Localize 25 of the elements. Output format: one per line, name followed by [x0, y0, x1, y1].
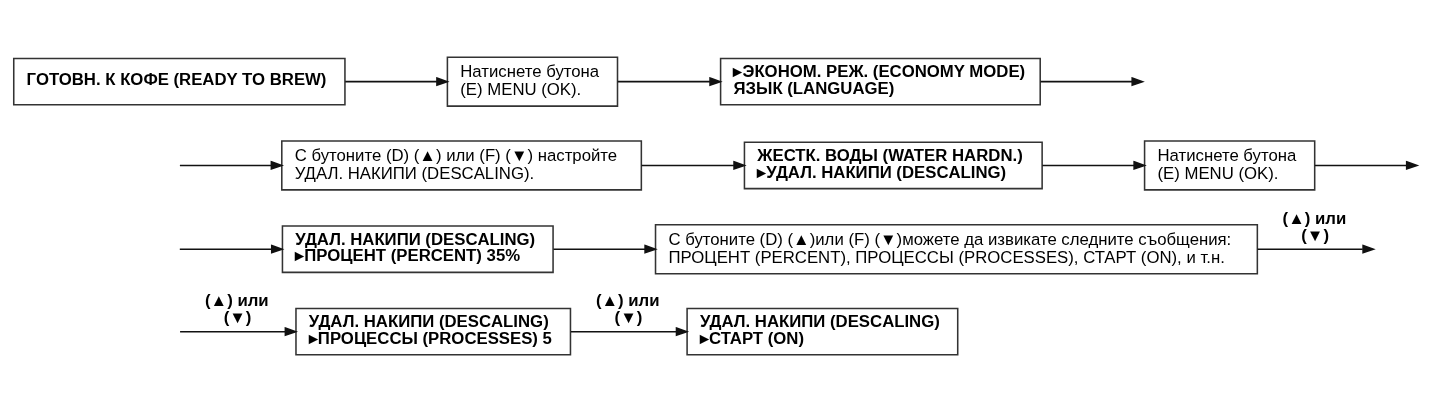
arrow	[552, 244, 658, 254]
arrow	[179, 244, 285, 254]
arrow	[344, 76, 450, 87]
edge-label: (▲) или (▼)	[595, 291, 660, 328]
arrow	[640, 160, 747, 171]
edge-label: (▲) или (▼)	[205, 291, 269, 328]
node-box: ЖЕСТК. ВОДЫ (WATER HARDN.) ▸УДАЛ. НАКИПИ (DESCALING)	[743, 141, 1043, 190]
node-box: ▸ЭКОНОМ. РЕЖ. (ECONOMY MODE) ЯЗЫК (LANGUAGE)	[719, 57, 1041, 106]
node-box: УДАЛ. НАКИПИ (DESCALING) ▸ПРОЦЕНТ (PERCENT) 35%	[281, 225, 554, 274]
arrow	[1314, 160, 1420, 171]
node-box: С бутоните (D) (▲) или (F) (▼) настройте УДАЛ. НАКИПИ (DESCALING).	[281, 140, 643, 191]
node-box: Натиснете бутона (E) MENU (OK).	[446, 56, 619, 107]
node-box: Натиснете бутона (E) MENU (OK).	[1143, 140, 1316, 191]
arrow	[1039, 76, 1145, 87]
arrow	[179, 160, 284, 171]
arrow	[570, 326, 690, 337]
arrow	[1256, 244, 1376, 254]
edge-label: (▲) или (▼)	[1282, 208, 1347, 245]
node-box: ГОТОВН. К КОФЕ (READY TO BREW)	[12, 57, 346, 106]
arrow	[179, 326, 299, 337]
node-box: УДАЛ. НАКИПИ (DESCALING) ▸ПРОЦЕССЫ (PROCESSES) 5	[295, 307, 572, 356]
node-box: УДАЛ. НАКИПИ (DESCALING) ▸СТАРТ (ON)	[686, 307, 959, 356]
arrow	[1041, 160, 1147, 171]
arrow	[616, 76, 723, 87]
node-box: С бутоните (D) (▲)или (F) (▼)можете да извикате следните съобщения: ПРОЦЕНТ (PERCENT), ПРОЦЕССЫ (PROCESSES), СТАРТ (ON), и т.н.	[654, 223, 1259, 275]
